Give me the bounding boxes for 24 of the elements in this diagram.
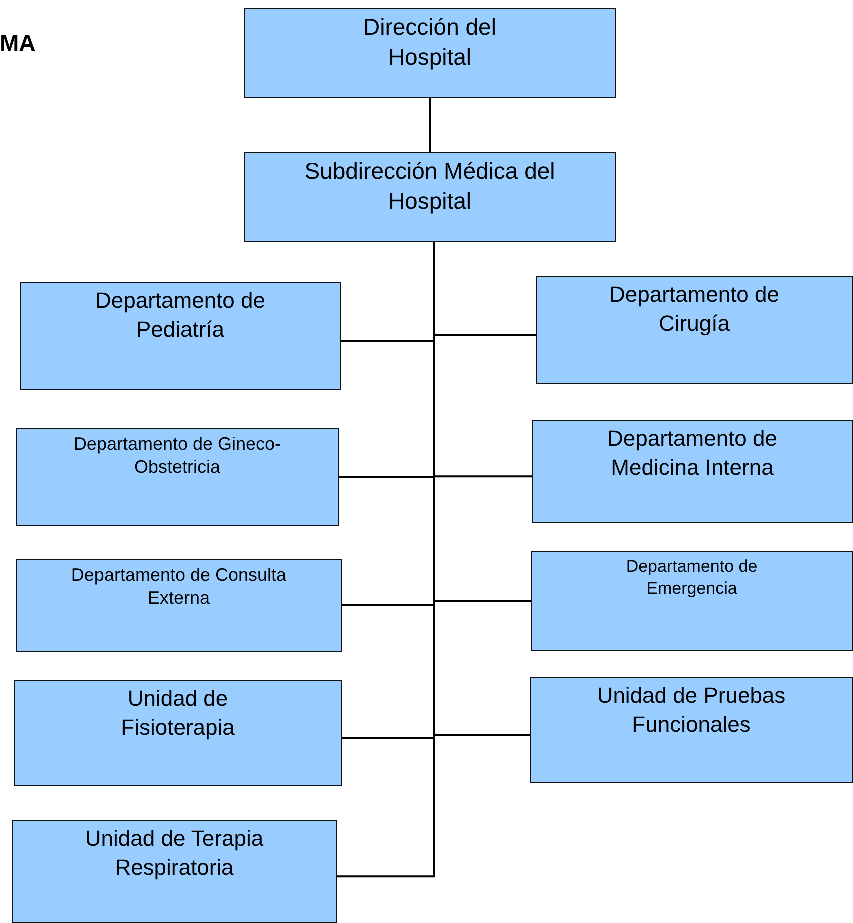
org-box [531, 551, 853, 651]
org-box [536, 276, 853, 384]
org-box [244, 8, 616, 98]
box-label: Departamento de Cirugía [608, 281, 780, 338]
box-label: Unidad de Pruebas Funcionales [596, 682, 787, 739]
box-label: Departamento de Emergencia [625, 556, 759, 600]
box-label: Subdirección Médica del Hospital [304, 157, 556, 216]
org-box [532, 420, 853, 523]
org-box [244, 152, 616, 242]
box-label: Dirección del Hospital [362, 13, 498, 72]
box-label: Departamento de Gineco-Obstetricia [72, 433, 282, 480]
org-box [14, 680, 342, 786]
box-label: Unidad de Fisioterapia [120, 685, 236, 742]
connector-line [429, 98, 431, 152]
org-box [530, 677, 853, 783]
box-label: Departamento de Consulta Externa [70, 564, 288, 610]
org-box [20, 282, 341, 390]
box-label: Unidad de Terapia Respiratoria [84, 825, 265, 882]
box-label: Departamento de Medicina Interna [606, 425, 778, 482]
org-box [16, 428, 339, 526]
org-box [12, 820, 337, 923]
org-box [16, 559, 342, 652]
box-label: Departamento de Pediatría [94, 287, 266, 344]
heading-fragment: MA [0, 30, 36, 57]
